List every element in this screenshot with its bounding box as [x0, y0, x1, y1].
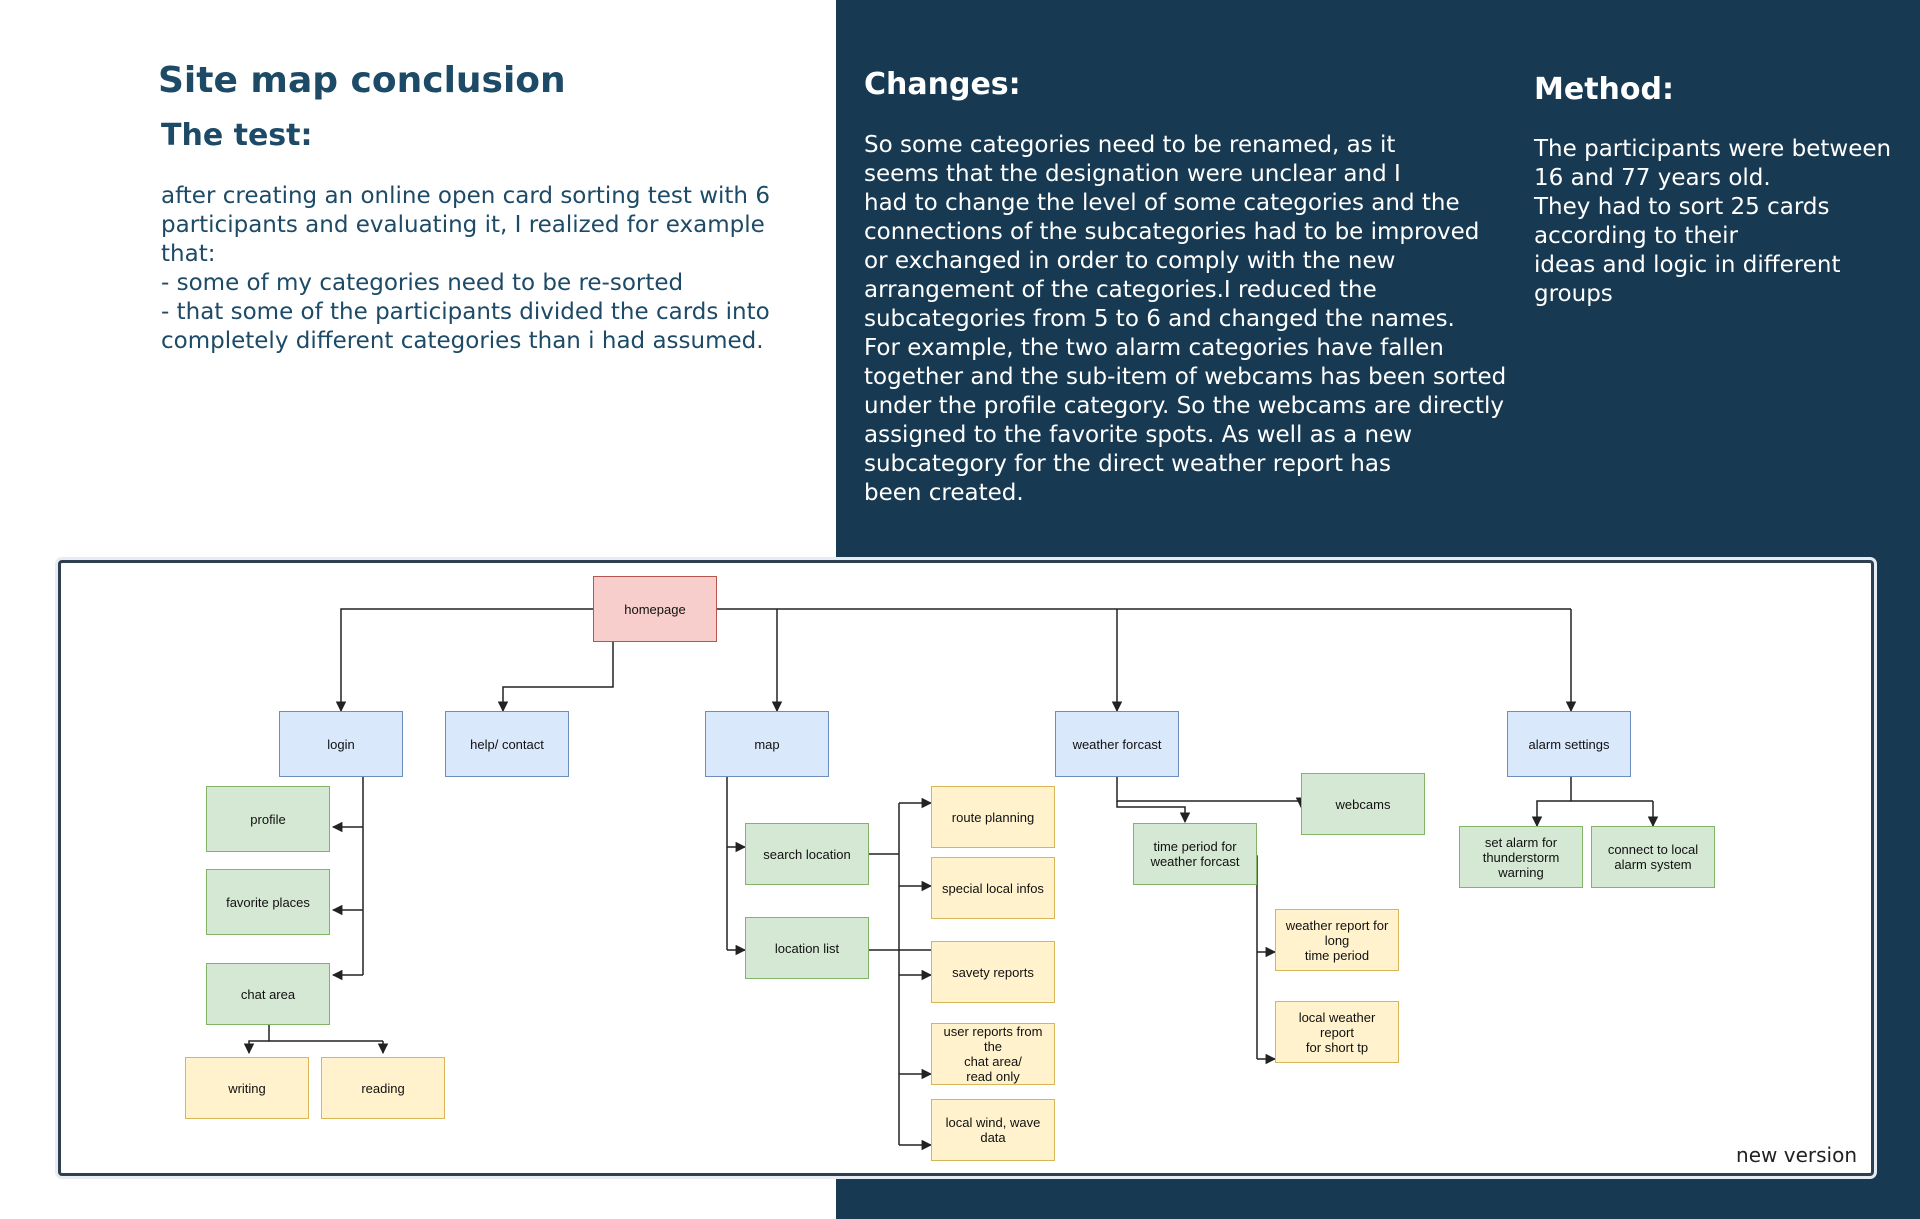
node-homepage: homepage [593, 576, 717, 642]
node-long-period-report: weather report for long time period [1275, 909, 1399, 971]
node-weather-forcast: weather forcast [1055, 711, 1179, 777]
link-alarm-setalarm [1531, 800, 1571, 828]
node-favorite-places: favorite places [206, 869, 330, 935]
page-title: Site map conclusion [158, 60, 566, 101]
node-help-contact: help/ contact [445, 711, 569, 777]
node-location-list: location list [745, 917, 869, 979]
node-map: map [705, 711, 829, 777]
node-local-wind-wave: local wind, wave data [931, 1099, 1055, 1161]
node-login: login [279, 711, 403, 777]
node-alarm-settings: alarm settings [1507, 711, 1631, 777]
node-special-local-infos: special local infos [931, 857, 1055, 919]
version-label: new version [1736, 1143, 1857, 1167]
node-search-location: search location [745, 823, 869, 885]
link-timeperiod-spine [1221, 855, 1258, 1059]
node-webcams: webcams [1301, 773, 1425, 835]
test-heading: The test: [161, 118, 313, 153]
link-chat-writing [243, 1040, 269, 1055]
node-short-period-report: local weather report for short tp [1275, 1001, 1399, 1063]
site-map-connectors [243, 608, 1659, 1151]
node-writing: writing [185, 1057, 309, 1119]
link-homepage-help [497, 642, 614, 713]
changes-text: So some categories need to be renamed, a… [864, 132, 1507, 506]
node-user-reports: user reports from the chat area/ read on… [931, 1023, 1055, 1085]
link-chat-spine [268, 1025, 383, 1042]
link-alarm-spine [1570, 777, 1653, 802]
node-reading: reading [321, 1057, 445, 1119]
test-text: after creating an online open card sorti… [161, 183, 770, 354]
node-chat-area: chat area [206, 963, 330, 1025]
link-homepage-login [335, 608, 593, 713]
site-map-diagram: homepage login help/ contact map weather… [58, 560, 1874, 1176]
node-time-period: time period for weather forcast [1133, 823, 1257, 885]
node-set-alarm: set alarm for thunderstorm warning [1459, 826, 1583, 888]
link-weather-webcams [1116, 777, 1307, 809]
node-profile: profile [206, 786, 330, 852]
node-route-planning: route planning [931, 786, 1055, 848]
method-heading: Method: [1534, 72, 1674, 107]
link-weather-timeperiod [1116, 801, 1191, 824]
changes-heading: Changes: [864, 67, 1021, 102]
node-connect-alarm: connect to local alarm system [1591, 826, 1715, 888]
node-savety-reports: savety reports [931, 941, 1055, 1003]
method-text: The participants were between 16 and 77 … [1534, 136, 1892, 307]
